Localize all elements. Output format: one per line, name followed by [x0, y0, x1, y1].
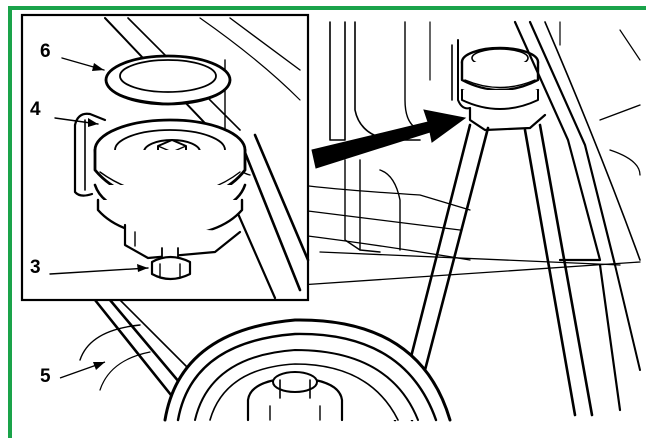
callout-4: 4 — [30, 99, 41, 120]
callout-3: 3 — [30, 257, 41, 278]
main-illustration — [79, 20, 641, 422]
part-4-pulley — [73, 112, 247, 260]
blade-pulley — [163, 318, 452, 422]
leader-line-3 — [49, 267, 149, 275]
part-6-cap — [104, 54, 232, 106]
green-frame-border — [8, 6, 646, 438]
idler-pulley-main — [451, 39, 547, 132]
part-3-nut — [150, 247, 192, 281]
callout-5: 5 — [40, 366, 51, 387]
pointer-arrow — [311, 109, 467, 169]
inset-detail — [20, 13, 310, 302]
callout-6: 6 — [40, 41, 51, 62]
